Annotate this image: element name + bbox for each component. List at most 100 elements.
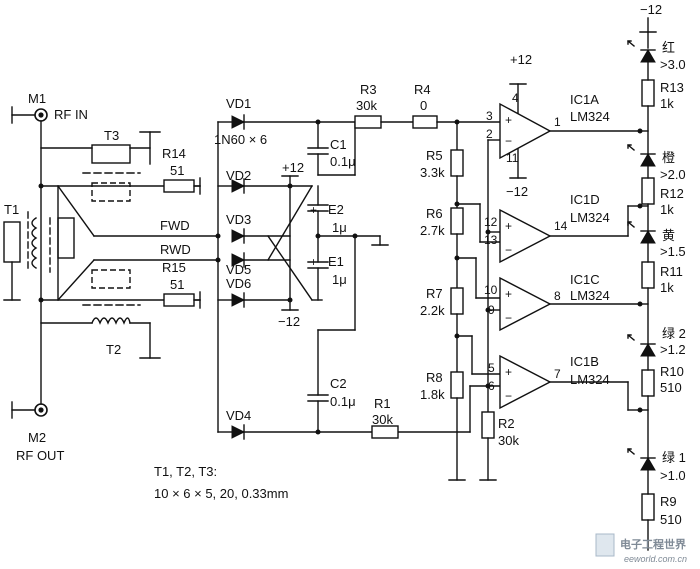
svg-text:10: 10 [484, 283, 498, 297]
svg-text:11: 11 [506, 151, 519, 165]
labels: M1 RF IN M2 RF OUT T3 T1 T2 R14 51 R15 5… [4, 2, 686, 527]
svg-text:5: 5 [488, 361, 495, 375]
r15-value: 51 [170, 277, 184, 292]
vd6-label: VD6 [226, 276, 251, 291]
vd1-part: 1N60 × 6 [214, 132, 267, 147]
divider [354, 115, 501, 481]
opamp-signs: +− +− +− +− [505, 113, 512, 403]
led-2-threshold: >2.0 [660, 167, 686, 182]
vd2-label: VD2 [226, 168, 251, 183]
ic1b-part: LM324 [570, 372, 610, 387]
opamp-ic1a [499, 83, 643, 179]
rf-out-label: RF OUT [16, 448, 64, 463]
r15-name: R15 [162, 260, 186, 275]
svg-text:1k: 1k [660, 202, 674, 217]
r6-name: R6 [426, 206, 443, 221]
e1-name: E1 [328, 254, 344, 269]
svg-text:13: 13 [484, 233, 498, 247]
e2-name: E2 [328, 202, 344, 217]
c1-name: C1 [330, 137, 347, 152]
t2-label: T2 [106, 342, 121, 357]
svg-text:1k: 1k [660, 96, 674, 111]
vd1-label: VD1 [226, 96, 251, 111]
ic1a-name: IC1A [570, 92, 599, 107]
t3-transformer [40, 131, 161, 202]
r14-name: R14 [162, 146, 186, 161]
ic1c-part: LM324 [570, 288, 610, 303]
svg-text:−: − [505, 243, 512, 257]
ic1b-name: IC1B [570, 354, 599, 369]
svg-text:R10: R10 [660, 364, 684, 379]
opamp-ic1b [499, 354, 643, 413]
m1-label: M1 [28, 91, 46, 106]
r6-value: 2.7k [420, 223, 445, 238]
led-5-threshold: >1.0 [660, 468, 686, 483]
r7-name: R7 [426, 286, 443, 301]
rf-path [11, 106, 48, 419]
bias-minus12: −12 [278, 314, 300, 329]
ic1d-name: IC1D [570, 192, 600, 207]
svg-text:+: + [310, 203, 317, 217]
svg-text:−: − [505, 134, 512, 148]
coupler-wires [38, 177, 221, 309]
svg-text:1k: 1k [660, 280, 674, 295]
note-line1: T1, T2, T3: [154, 464, 217, 479]
note-line2: 10 × 6 × 5, 20, 0.33mm [154, 486, 288, 501]
svg-text:510: 510 [660, 380, 682, 395]
c2-value: 0.1μ [330, 394, 356, 409]
svg-text:R13: R13 [660, 80, 684, 95]
r7-value: 2.2k [420, 303, 445, 318]
svg-text:2: 2 [486, 127, 493, 141]
detector [217, 114, 471, 440]
svg-text:3: 3 [486, 109, 493, 123]
ic1a-vplus-supply: +12 [510, 52, 532, 67]
svg-text:R12: R12 [660, 186, 684, 201]
watermark: 电子工程世界 eeworld.com.cn [595, 533, 687, 564]
svg-text:+: + [505, 287, 512, 301]
r5-name: R5 [426, 148, 443, 163]
watermark-url: eeworld.com.cn [624, 554, 687, 564]
svg-text:8: 8 [554, 289, 561, 303]
r3-name: R3 [360, 82, 377, 97]
r8-value: 1.8k [420, 387, 445, 402]
c2-name: C2 [330, 376, 347, 391]
svg-text:14: 14 [554, 219, 568, 233]
led-1-threshold: >3.0 [660, 57, 686, 72]
svg-text:12: 12 [484, 215, 498, 229]
led-supply: −12 [640, 2, 662, 17]
vd5-label: VD5 [226, 262, 251, 277]
svg-text:4: 4 [512, 91, 519, 105]
svg-text:7: 7 [554, 367, 561, 381]
rf-in-label: RF IN [54, 107, 88, 122]
svg-text:+: + [505, 113, 512, 127]
led-4-threshold: >1.2 [660, 342, 686, 357]
ic1a-part: LM324 [570, 109, 610, 124]
r1-value: 30k [372, 412, 393, 427]
led-1-color: 红 [662, 40, 675, 55]
led-ladder [627, 17, 657, 551]
ic1a-vminus-supply: −12 [506, 184, 528, 199]
ic1c-name: IC1C [570, 272, 600, 287]
svg-text:+: + [505, 365, 512, 379]
c1-value: 0.1μ [330, 154, 356, 169]
fwd-label: FWD [160, 218, 190, 233]
t3-label: T3 [104, 128, 119, 143]
svg-text:9: 9 [488, 303, 495, 317]
svg-text:1: 1 [554, 115, 561, 129]
led-3-threshold: >1.5 [660, 244, 686, 259]
svg-text:510: 510 [660, 512, 682, 527]
led-5-color: 绿 1 [662, 450, 686, 465]
e1-value: 1μ [332, 272, 347, 287]
r4-name: R4 [414, 82, 431, 97]
r4-value: 0 [420, 98, 427, 113]
svg-text:6: 6 [488, 379, 495, 393]
opamp-ic1c [499, 276, 643, 332]
t1-label: T1 [4, 202, 19, 217]
bias-plus12: +12 [282, 160, 304, 175]
svg-text:+: + [505, 219, 512, 233]
vd3-label: VD3 [226, 212, 251, 227]
opamp-ic1d [499, 203, 643, 264]
vd4-label: VD4 [226, 408, 251, 423]
